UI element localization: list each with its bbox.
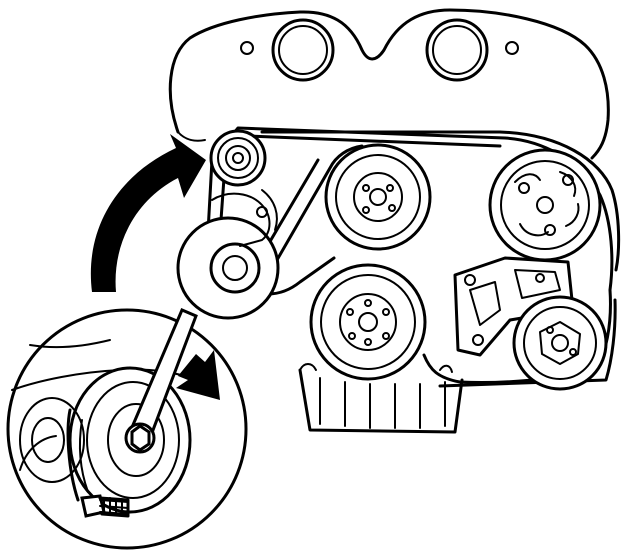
tensioner-pulley	[209, 129, 267, 187]
power-steering-pulley	[512, 295, 608, 391]
hex-bolt-icon	[130, 424, 151, 452]
water-pump-pulley	[324, 143, 432, 251]
tensioner-bracket	[211, 192, 271, 247]
crankshaft-pulley	[309, 263, 427, 381]
curved-arrow-icon	[90, 134, 206, 292]
oil-pan	[298, 363, 464, 434]
tensioner-bolt	[80, 494, 130, 518]
engine-block	[260, 130, 621, 388]
idler-pulley	[176, 216, 280, 320]
direction-arrow-icon	[176, 350, 220, 400]
alternator-pulley	[488, 148, 602, 262]
timing-cover	[168, 8, 610, 160]
